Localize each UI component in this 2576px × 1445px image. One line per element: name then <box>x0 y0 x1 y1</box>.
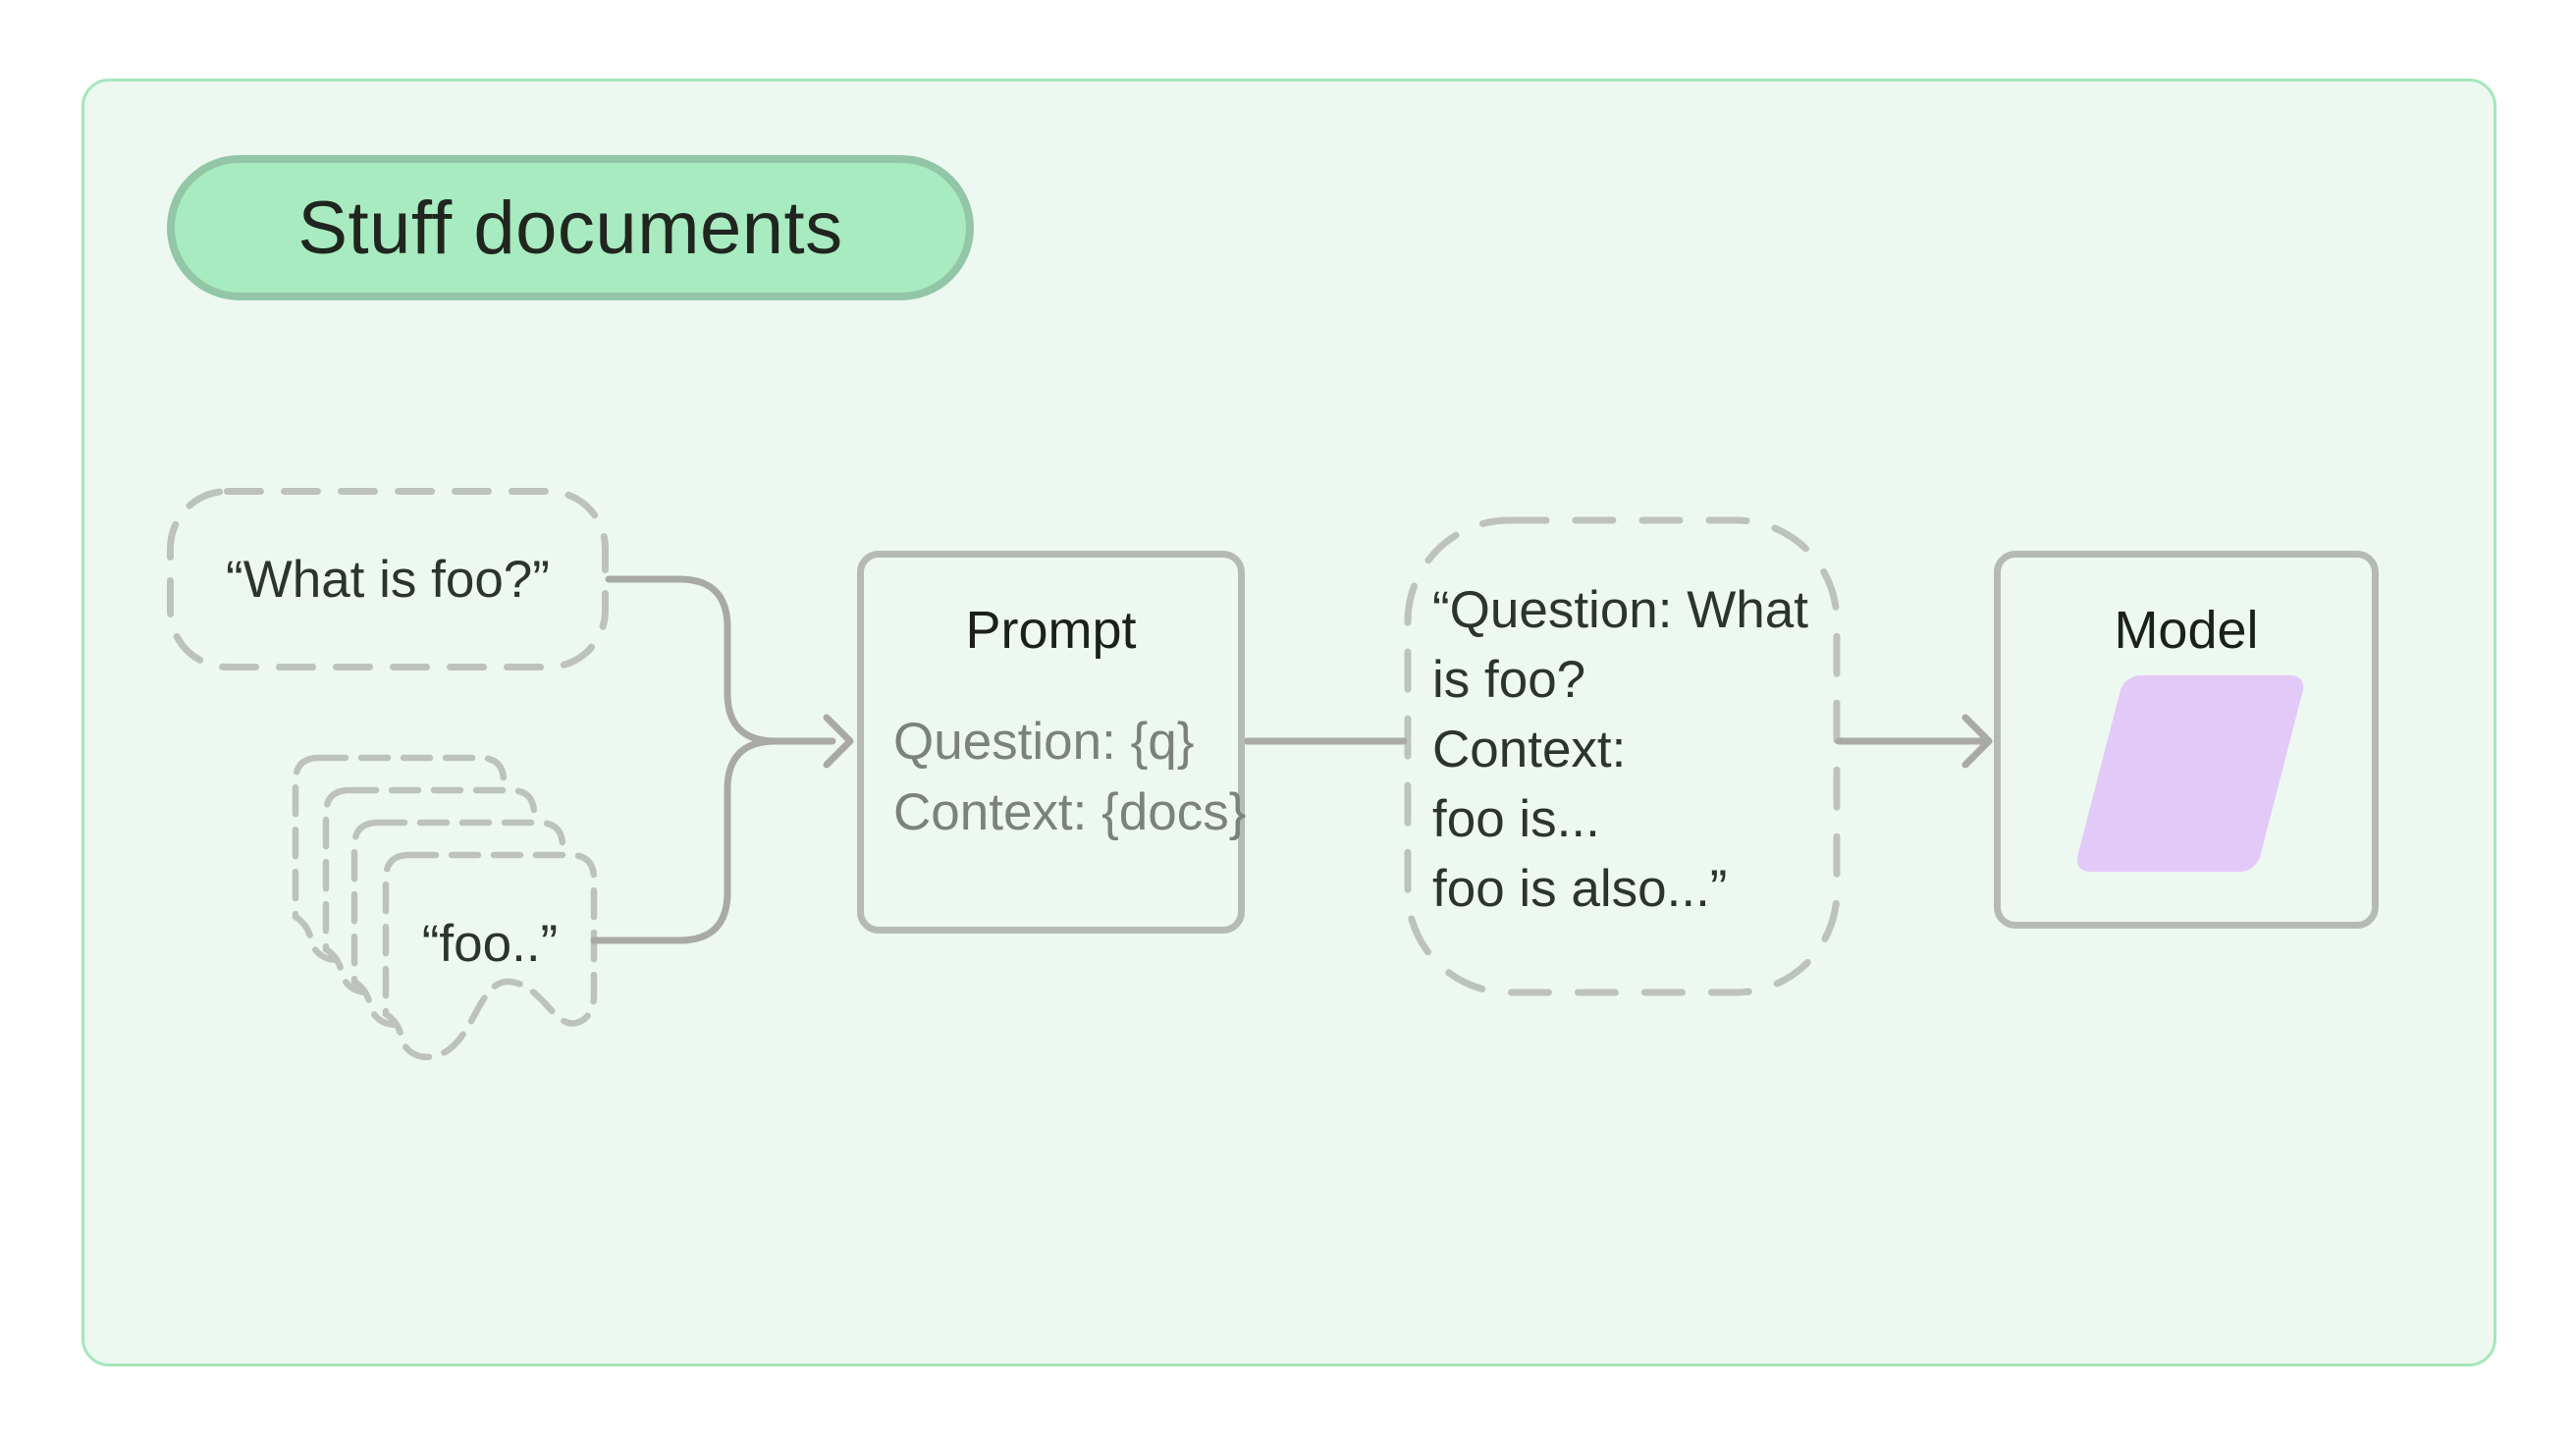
prompt-line-question: Question: {q} <box>893 713 1195 771</box>
stuff-documents-badge: Stuff documents <box>167 155 974 300</box>
stuffed-line: foo is also...” <box>1432 860 1728 918</box>
prompt-node: Prompt Question: {q} Context: {docs} <box>857 551 1247 934</box>
stuffed-line: foo is... <box>1432 790 1600 848</box>
documents-front-label: “foo..” <box>421 914 559 973</box>
prompt-body: Question: {q} Context: {docs} <box>893 707 1247 848</box>
model-shape-parallelogram <box>2073 675 2307 872</box>
question-input-label: “What is foo?” <box>226 550 550 609</box>
stuffed-line: Context: <box>1432 721 1627 778</box>
stuffed-prompt-text: “Question: What is foo? Context: foo is.… <box>1432 575 1825 924</box>
stuffed-line: is foo? <box>1432 651 1586 709</box>
model-node: Model <box>1994 551 2379 929</box>
model-title: Model <box>2114 601 2259 660</box>
stuffed-line: “Question: What <box>1432 581 1808 639</box>
prompt-line-context: Context: {docs} <box>893 783 1247 841</box>
prompt-title: Prompt <box>965 601 1137 660</box>
